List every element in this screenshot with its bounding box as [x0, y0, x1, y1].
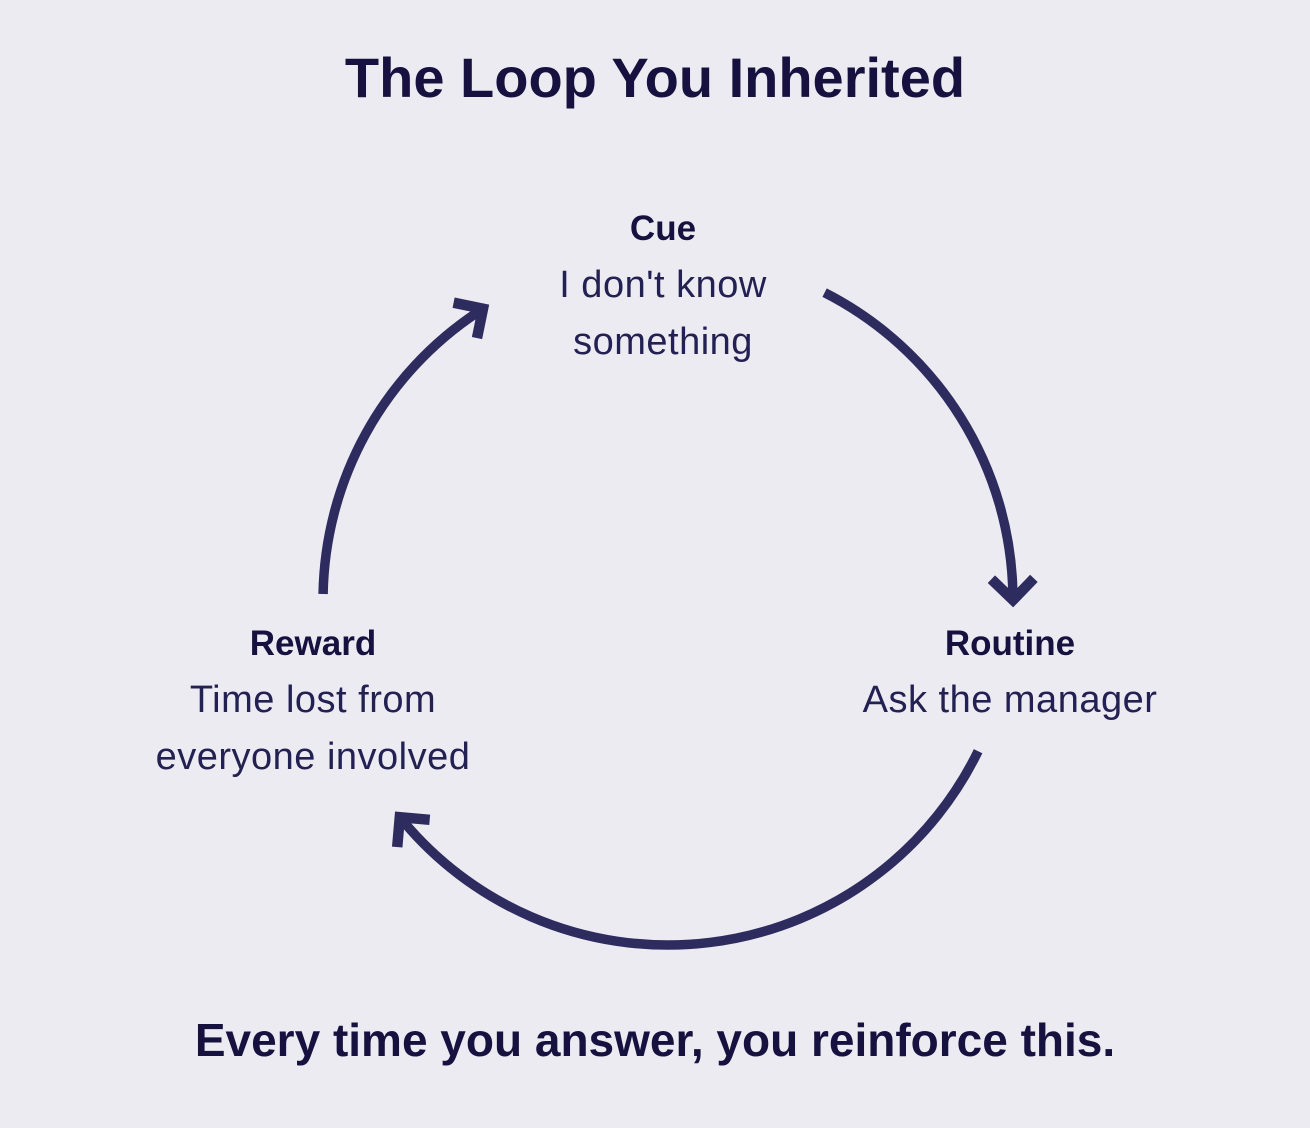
node-routine-text-line: Ask the manager	[862, 679, 1158, 721]
node-cue-label: Cue	[629, 209, 697, 248]
arrow-arc-reward-to-cue	[318, 308, 481, 595]
node-cue-text-line: something	[573, 321, 753, 363]
page-title: The Loop You Inherited	[344, 46, 966, 109]
node-reward: Reward Time lost from everyone involved	[156, 615, 471, 786]
node-routine-label: Routine	[944, 624, 1076, 663]
node-reward-text-line: everyone involved	[155, 736, 471, 778]
footer-caption: Every time you answer, you reinforce thi…	[194, 1014, 1116, 1066]
node-cue: Cue I don't know something	[559, 200, 767, 371]
arrowhead-reward-to-cue	[452, 297, 490, 340]
node-reward-label: Reward	[249, 624, 377, 663]
node-reward-text-line: Time lost from	[189, 679, 437, 721]
arrow-arc-routine-to-reward	[400, 749, 983, 950]
node-routine: Routine Ask the manager	[863, 615, 1158, 729]
node-cue-text-line: I don't know	[559, 264, 767, 306]
arrowhead-cue-to-routine	[987, 574, 1038, 608]
arrow-arc-cue-to-routine	[822, 288, 1018, 595]
arrowhead-routine-to-reward	[391, 811, 431, 848]
